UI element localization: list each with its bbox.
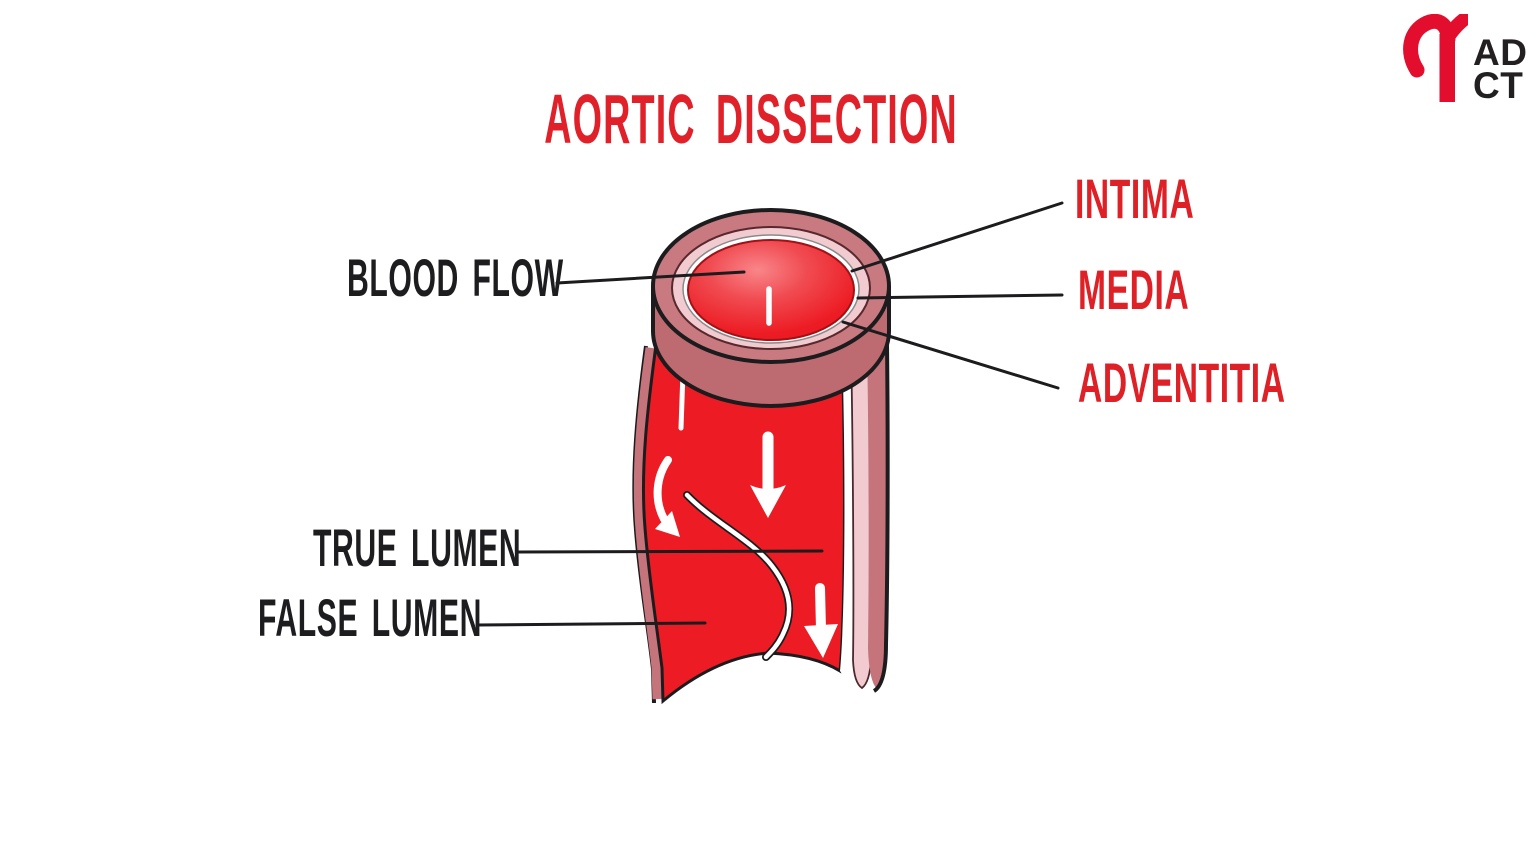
page-title: AORTIC DISSECTION bbox=[544, 80, 958, 158]
leader-line-false-lumen bbox=[475, 621, 707, 627]
false-lumen-entry-arrow bbox=[653, 456, 672, 523]
leader-line-blood-flow bbox=[555, 270, 746, 285]
label-intima: INTIMA bbox=[1075, 167, 1195, 230]
true-lumen-flow-arrow-head bbox=[750, 485, 786, 518]
leader-line-intima bbox=[850, 201, 1064, 273]
vessel-right-adventitia-layer bbox=[867, 345, 888, 689]
label-adventitia: ADVENTITIA bbox=[1078, 351, 1286, 414]
false-lumen-entry-arrow-head bbox=[655, 511, 680, 537]
label-true-lumen: TRUE LUMEN bbox=[313, 519, 522, 578]
leader-line-true-lumen bbox=[516, 549, 824, 554]
brand-logo: AD CT bbox=[1402, 14, 1527, 106]
label-media: MEDIA bbox=[1078, 258, 1190, 321]
leader-line-adventitia bbox=[841, 320, 1060, 390]
vessel-right-outer-outline bbox=[872, 344, 890, 693]
aortic-arch-icon bbox=[1403, 14, 1468, 102]
brand-text-bottom: CT bbox=[1473, 65, 1524, 106]
dissection-flap bbox=[684, 492, 792, 660]
distal-flow-arrow-shaft bbox=[815, 583, 826, 634]
distal-flow-arrow-head bbox=[804, 624, 838, 658]
label-false-lumen: FALSE LUMEN bbox=[258, 589, 482, 648]
vessel-left-wall-media bbox=[633, 347, 666, 700]
vessel-lumen-body bbox=[641, 343, 846, 705]
brand-text-top: AD bbox=[1473, 32, 1528, 73]
leader-line-media bbox=[856, 293, 1064, 300]
label-blood-flow: BLOOD FLOW bbox=[347, 249, 564, 308]
brand-text: AD CT bbox=[1473, 32, 1528, 106]
